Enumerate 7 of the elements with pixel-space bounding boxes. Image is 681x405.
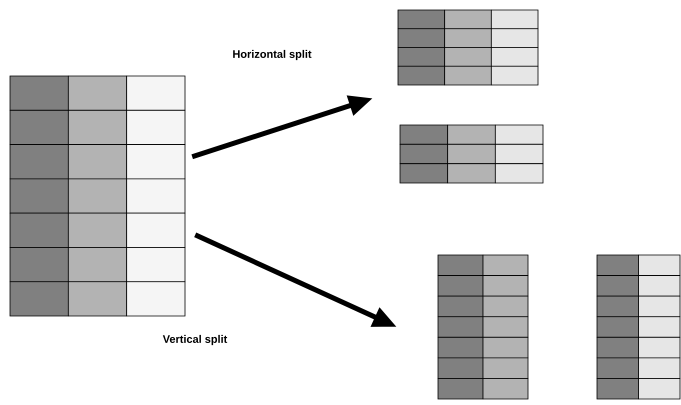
table-drawing (10, 76, 186, 316)
table-drawing (438, 254, 528, 400)
edge-label: Horizontal split (233, 50, 312, 60)
table-drawing (596, 254, 680, 400)
table-drawing (398, 10, 538, 86)
split-label: Vertical split (162, 334, 228, 346)
table-drawing (400, 124, 544, 184)
